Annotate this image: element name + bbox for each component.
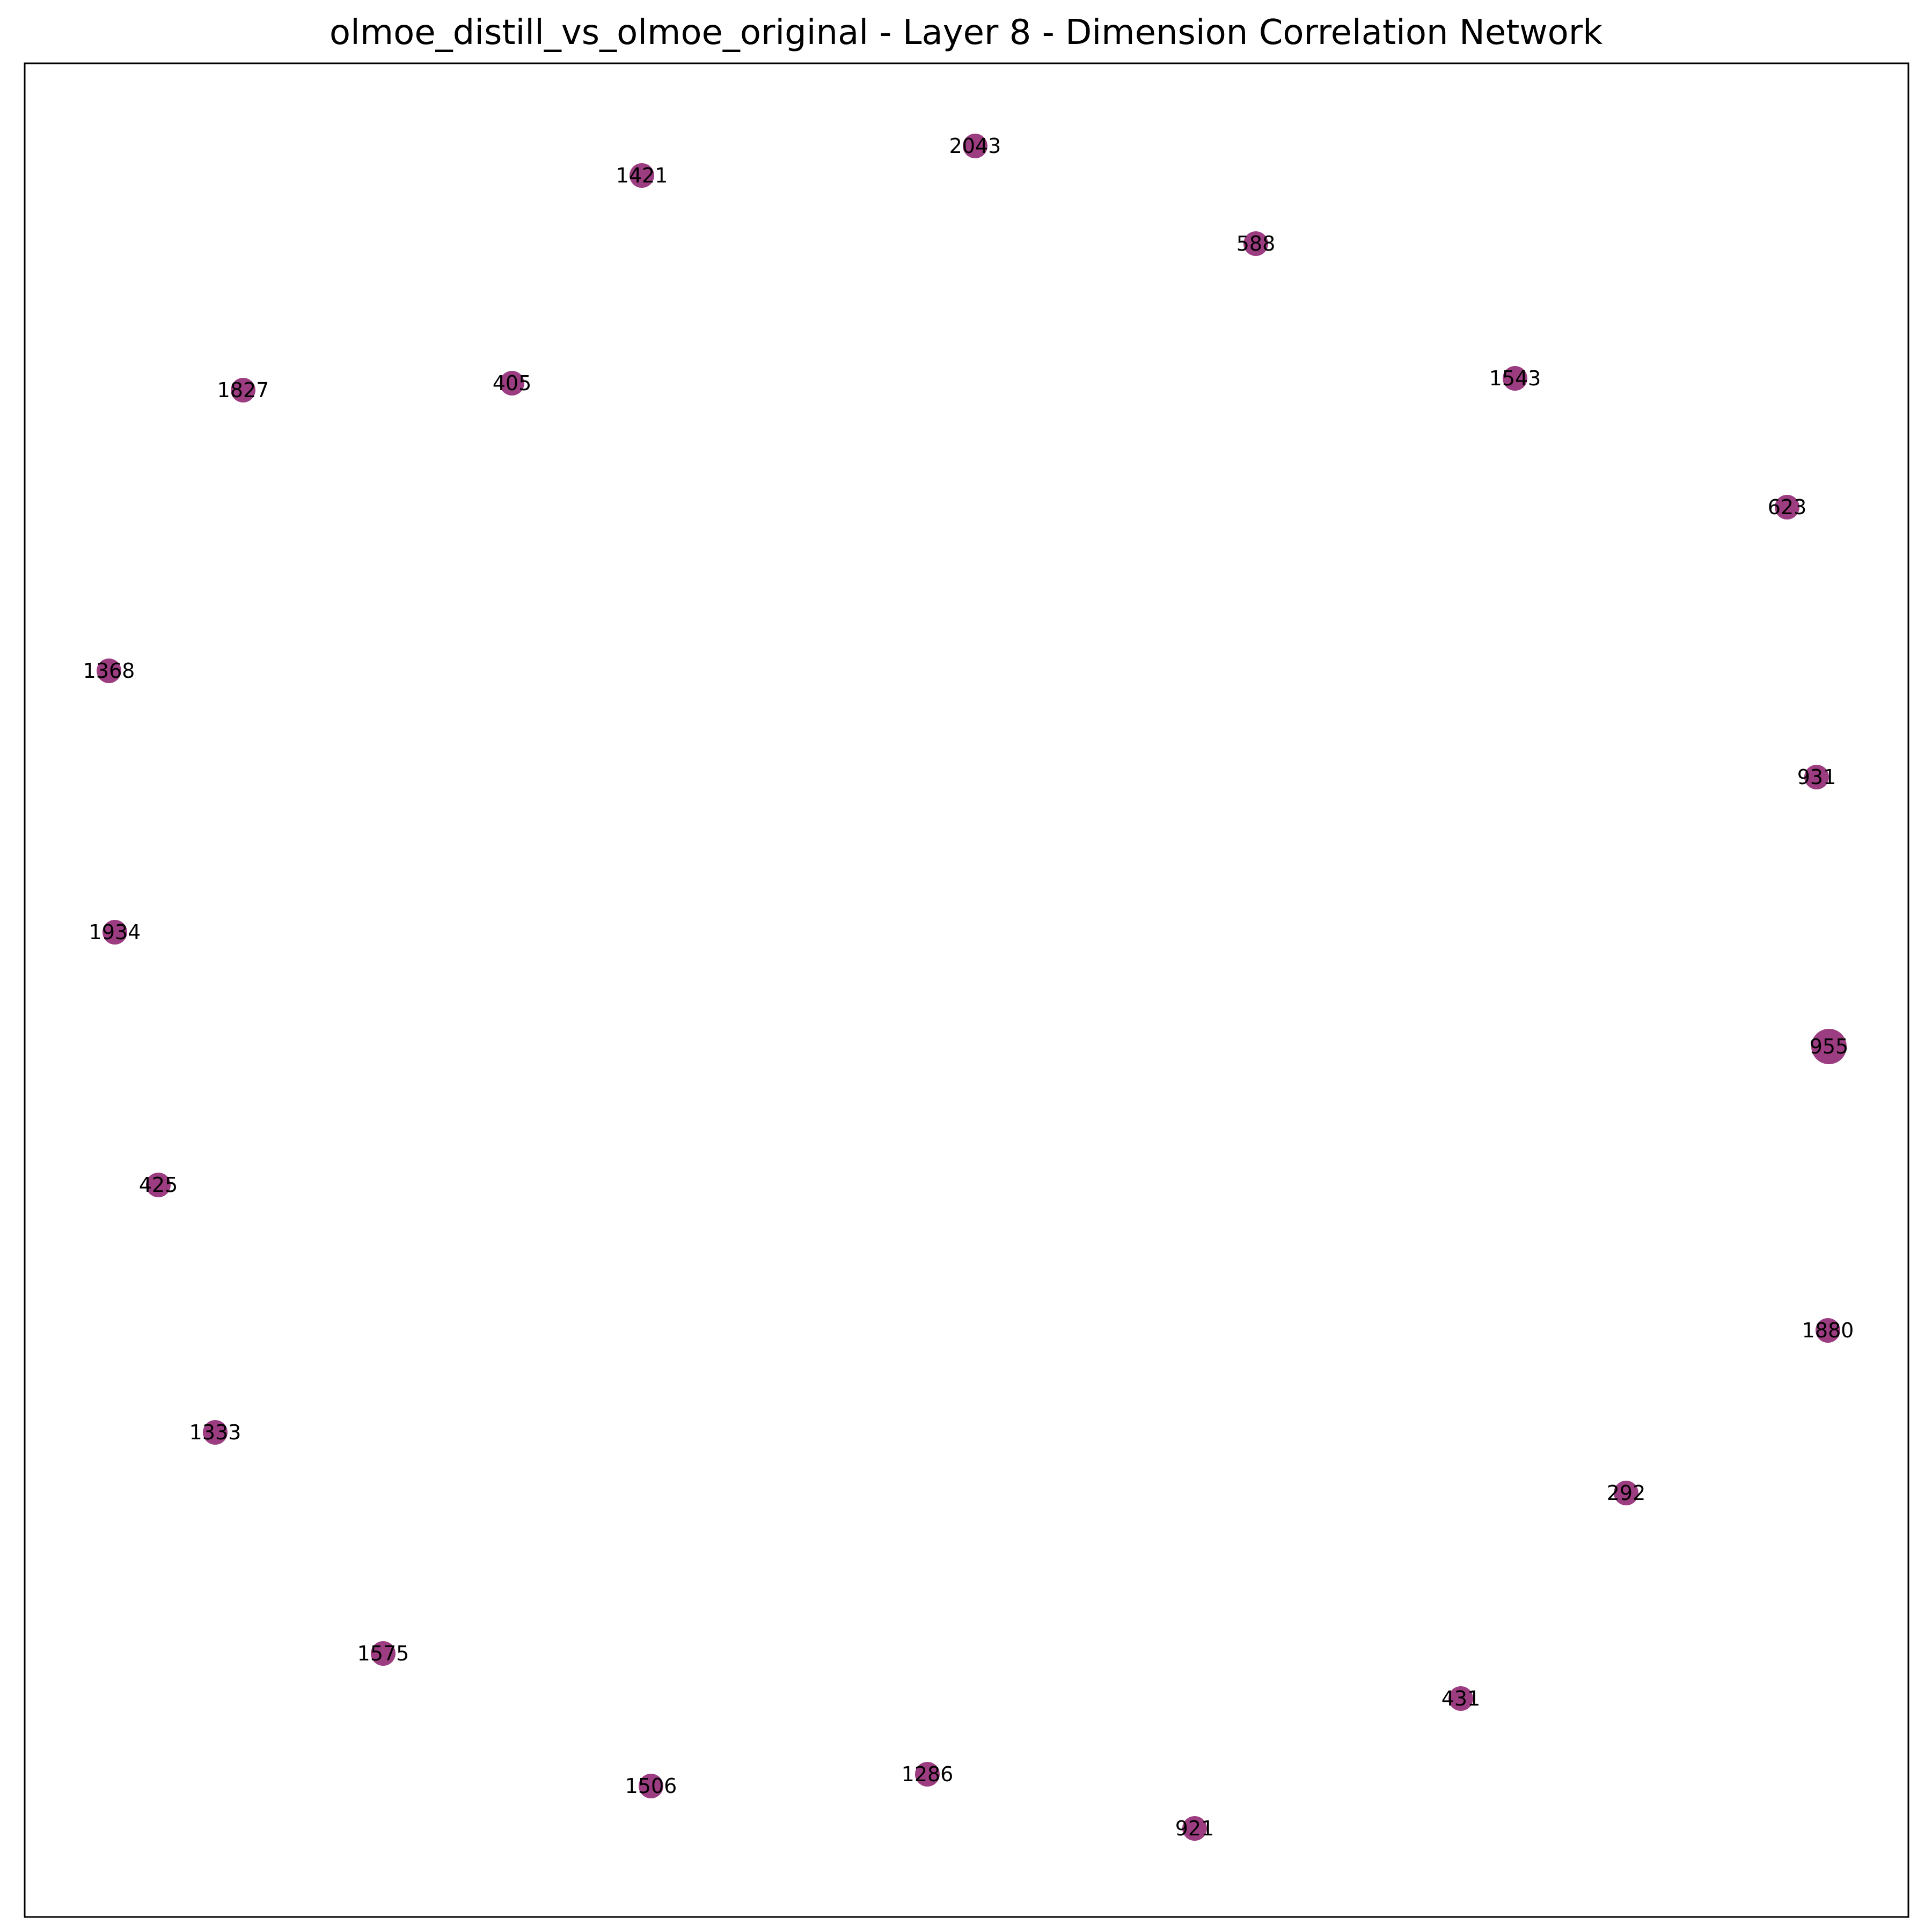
node-circle xyxy=(1182,1816,1207,1841)
node-label: 425 xyxy=(139,1173,178,1197)
network-node: 921 xyxy=(1175,1816,1214,1841)
node-circle xyxy=(203,1420,228,1445)
network-node: 623 xyxy=(1768,495,1807,519)
network-node: 1333 xyxy=(189,1420,241,1445)
chart-title: olmoe_distill_vs_olmoe_original - Layer … xyxy=(329,13,1603,53)
node-circle xyxy=(1816,1318,1840,1343)
node-label: 931 xyxy=(1797,765,1836,789)
node-circle xyxy=(915,1762,940,1787)
network-node: 1934 xyxy=(89,920,141,945)
nodes-layer: 2043 1421 588 1827 405 1543 623 1368 931 1934 955 4… xyxy=(83,134,1854,1841)
node-circle xyxy=(146,1173,171,1197)
network-node: 1880 xyxy=(1802,1318,1854,1343)
node-label: 405 xyxy=(493,371,532,395)
node-circle xyxy=(103,920,127,945)
network-node: 1421 xyxy=(616,163,668,188)
node-circle xyxy=(97,658,121,683)
network-node: 1827 xyxy=(217,378,269,402)
network-node: 1543 xyxy=(1489,366,1541,391)
network-node: 2043 xyxy=(949,134,1001,158)
node-label: 2043 xyxy=(949,134,1001,158)
node-label: 1286 xyxy=(902,1762,954,1786)
node-circle xyxy=(500,371,524,396)
node-label: 1543 xyxy=(1489,367,1541,390)
network-node: 431 xyxy=(1441,1686,1481,1711)
node-label: 623 xyxy=(1768,495,1807,519)
network-node: 292 xyxy=(1607,1481,1646,1505)
network-node: 405 xyxy=(493,371,532,396)
network-node: 425 xyxy=(139,1173,178,1197)
node-label: 1575 xyxy=(357,1642,409,1665)
node-label: 588 xyxy=(1236,232,1276,255)
node-circle xyxy=(1811,1029,1847,1064)
node-label: 431 xyxy=(1441,1687,1481,1710)
network-node: 955 xyxy=(1810,1029,1849,1064)
node-circle xyxy=(639,1774,663,1798)
node-label: 1934 xyxy=(89,920,141,944)
node-circle xyxy=(371,1641,396,1666)
plot-frame xyxy=(24,62,1909,1918)
node-label: 1333 xyxy=(189,1421,241,1444)
network-node: 931 xyxy=(1797,765,1836,789)
node-circle xyxy=(1448,1686,1473,1711)
node-label: 1506 xyxy=(625,1774,677,1798)
node-circle xyxy=(1503,366,1527,391)
node-label: 955 xyxy=(1810,1035,1849,1058)
node-label: 921 xyxy=(1175,1817,1214,1840)
node-label: 1368 xyxy=(83,659,135,683)
node-label: 1827 xyxy=(217,378,269,402)
node-circle xyxy=(630,163,654,188)
node-label: 292 xyxy=(1607,1481,1646,1505)
node-circle xyxy=(1614,1481,1638,1505)
network-node: 588 xyxy=(1236,231,1276,256)
node-label: 1421 xyxy=(616,164,668,187)
network-node: 1368 xyxy=(83,658,135,683)
node-circle xyxy=(1804,765,1829,789)
node-circle xyxy=(1775,495,1799,519)
node-label: 1880 xyxy=(1802,1319,1854,1342)
node-circle xyxy=(231,378,255,402)
node-circle xyxy=(963,134,987,158)
network-node: 1506 xyxy=(625,1774,677,1798)
node-circle xyxy=(1243,231,1268,256)
network-node: 1286 xyxy=(902,1762,954,1787)
network-node: 1575 xyxy=(357,1641,409,1666)
